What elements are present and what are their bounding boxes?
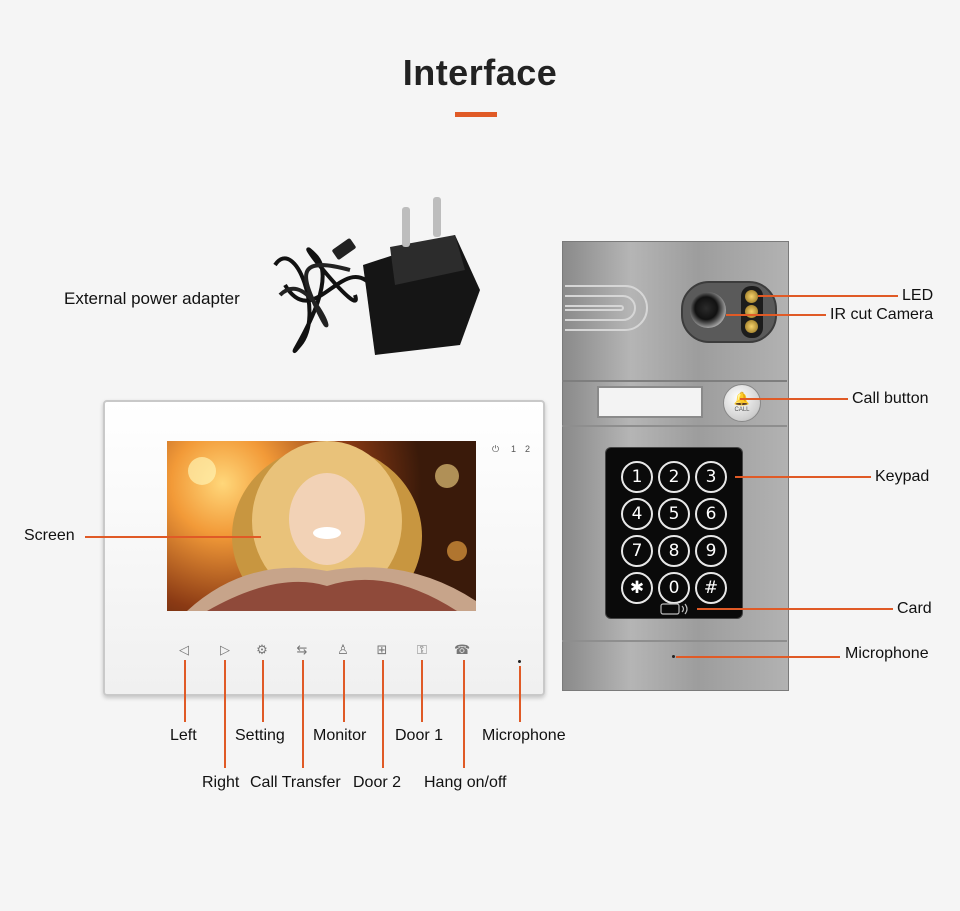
speaker-grille (565, 285, 648, 331)
monitor-microphone-hole (518, 660, 521, 663)
door1-label: Door 1 (395, 727, 444, 744)
hang-icon[interactable]: ☎ (454, 642, 471, 657)
monitor-pointer (343, 660, 345, 722)
card-reader-icon (660, 603, 688, 615)
panel-divider-lower (562, 425, 787, 427)
screen-label: Screen (24, 527, 75, 544)
screen-photo (187, 441, 476, 611)
camera-label: IR cut Camera (830, 306, 934, 323)
panel-divider (562, 380, 787, 382)
camera-pointer (726, 314, 826, 316)
monitor-screen (167, 441, 476, 611)
left-label: Left (170, 727, 197, 744)
page-title: Interface (402, 52, 558, 93)
call-transfer-icon[interactable]: ⇆ (296, 642, 308, 657)
call-button[interactable]: 🔔 CALL (723, 384, 761, 422)
monitor-microphone-pointer (519, 666, 521, 722)
monitor-icon[interactable]: ♙ (337, 642, 349, 657)
key-7[interactable]: 7 (621, 535, 653, 567)
hang-label: Hang on/off (424, 774, 507, 791)
key-4[interactable]: 4 (621, 498, 653, 530)
door1-icon[interactable]: ⚿ (417, 642, 427, 657)
setting-pointer (262, 660, 264, 722)
monitor-microphone-label: Microphone (482, 727, 566, 744)
monitor-label: Monitor (313, 727, 367, 744)
card-pointer (697, 608, 893, 610)
indicator-2: 2 (525, 444, 531, 454)
panel-microphone-label: Microphone (845, 645, 929, 662)
key-3[interactable]: 3 (695, 461, 727, 493)
call-transfer-pointer (302, 660, 304, 768)
key-hash[interactable]: # (695, 572, 727, 604)
power-indicator: ⏻ (492, 444, 500, 454)
led-light (745, 320, 758, 333)
panel-microphone-hole (672, 655, 675, 658)
right-icon[interactable]: ▷ (220, 642, 230, 657)
key-1[interactable]: 1 (621, 461, 653, 493)
key-0[interactable]: 0 (658, 572, 690, 604)
hang-pointer (463, 660, 465, 768)
right-pointer (224, 660, 226, 768)
key-2[interactable]: 2 (658, 461, 690, 493)
setting-icon[interactable]: ⚙ (256, 642, 268, 657)
left-icon[interactable]: ◁ (179, 642, 189, 657)
led-pointer (758, 295, 898, 297)
led-light (745, 305, 758, 318)
panel-microphone-pointer (676, 656, 840, 658)
title-underline (455, 112, 497, 117)
camera-lens (690, 292, 726, 328)
door2-icon[interactable]: ⊞ (376, 642, 388, 657)
setting-label: Setting (235, 727, 285, 744)
call-button-pointer (740, 398, 848, 400)
call-button-label: Call button (852, 390, 929, 407)
key-6[interactable]: 6 (695, 498, 727, 530)
name-plate (597, 386, 703, 418)
door1-pointer (421, 660, 423, 722)
keypad-label: Keypad (875, 468, 930, 485)
left-pointer (184, 660, 186, 722)
key-9[interactable]: 9 (695, 535, 727, 567)
led-label: LED (902, 287, 934, 304)
call-text: CALL (734, 407, 750, 413)
key-5[interactable]: 5 (658, 498, 690, 530)
panel-divider-bottom (562, 640, 787, 642)
key-8[interactable]: 8 (658, 535, 690, 567)
key-star[interactable]: ✱ (621, 572, 653, 604)
call-transfer-label: Call Transfer (250, 774, 341, 791)
door2-pointer (382, 660, 384, 768)
card-label: Card (897, 600, 932, 617)
power-adapter-image (273, 197, 480, 355)
adapter-label: External power adapter (64, 289, 240, 308)
screen-pointer (85, 536, 261, 538)
right-label: Right (202, 774, 240, 791)
door2-label: Door 2 (353, 774, 402, 791)
led-light (745, 290, 758, 303)
keypad-pointer (735, 476, 871, 478)
indicator-1: 1 (511, 444, 517, 454)
